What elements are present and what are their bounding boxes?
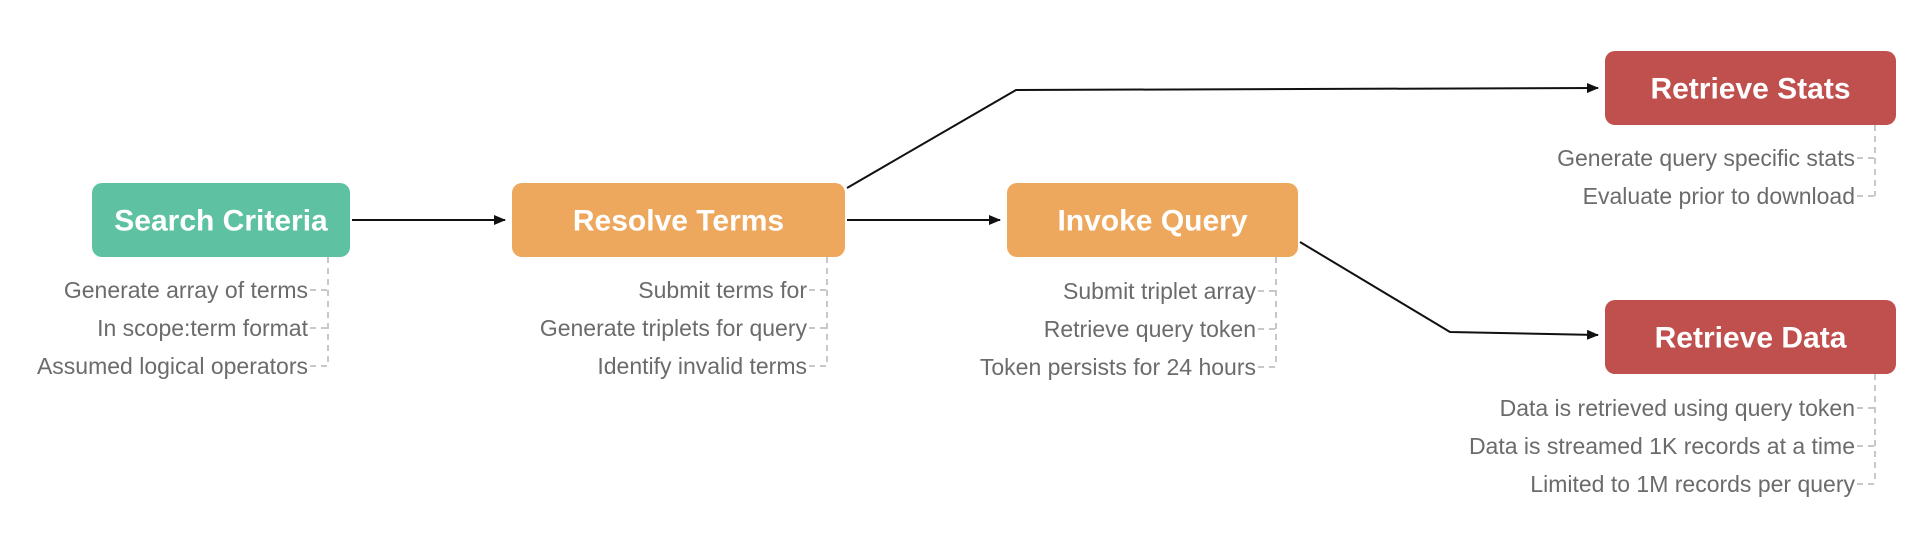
note-text: In scope:term format bbox=[97, 315, 309, 341]
note-text: Token persists for 24 hours bbox=[980, 354, 1256, 380]
node-label: Search Criteria bbox=[114, 205, 328, 238]
note-text: Identify invalid terms bbox=[597, 353, 807, 379]
note-text: Evaluate prior to download bbox=[1583, 183, 1855, 209]
node-box-search-criteria bbox=[92, 183, 350, 257]
node-label: Invoke Query bbox=[1057, 205, 1247, 238]
node-box-resolve-terms bbox=[512, 183, 845, 257]
edges bbox=[352, 83, 1599, 340]
node-box-retrieve-stats bbox=[1605, 51, 1896, 125]
note-text: Limited to 1M records per query bbox=[1530, 471, 1855, 497]
node-label: Retrieve Stats bbox=[1650, 73, 1850, 106]
node-label: Resolve Terms bbox=[573, 205, 784, 238]
node-box-invoke-query bbox=[1007, 183, 1298, 257]
note-text: Generate triplets for query bbox=[540, 315, 808, 341]
node-label: Retrieve Data bbox=[1655, 322, 1847, 355]
note-text: Data is retrieved using query token bbox=[1500, 395, 1855, 421]
note-text: Data is streamed 1K records at a time bbox=[1469, 433, 1855, 459]
note-text: Retrieve query token bbox=[1044, 316, 1256, 342]
note-text: Submit triplet array bbox=[1063, 278, 1257, 304]
edge-invoke-query-to-retrieve-data bbox=[1299, 241, 1599, 340]
note-text: Submit terms for bbox=[638, 277, 807, 303]
node-box-retrieve-data bbox=[1605, 300, 1896, 374]
edge-resolve-terms-to-retrieve-stats bbox=[846, 83, 1599, 189]
note-text: Assumed logical operators bbox=[37, 353, 308, 379]
note-text: Generate query specific stats bbox=[1557, 145, 1855, 171]
note-text: Generate array of terms bbox=[64, 277, 308, 303]
